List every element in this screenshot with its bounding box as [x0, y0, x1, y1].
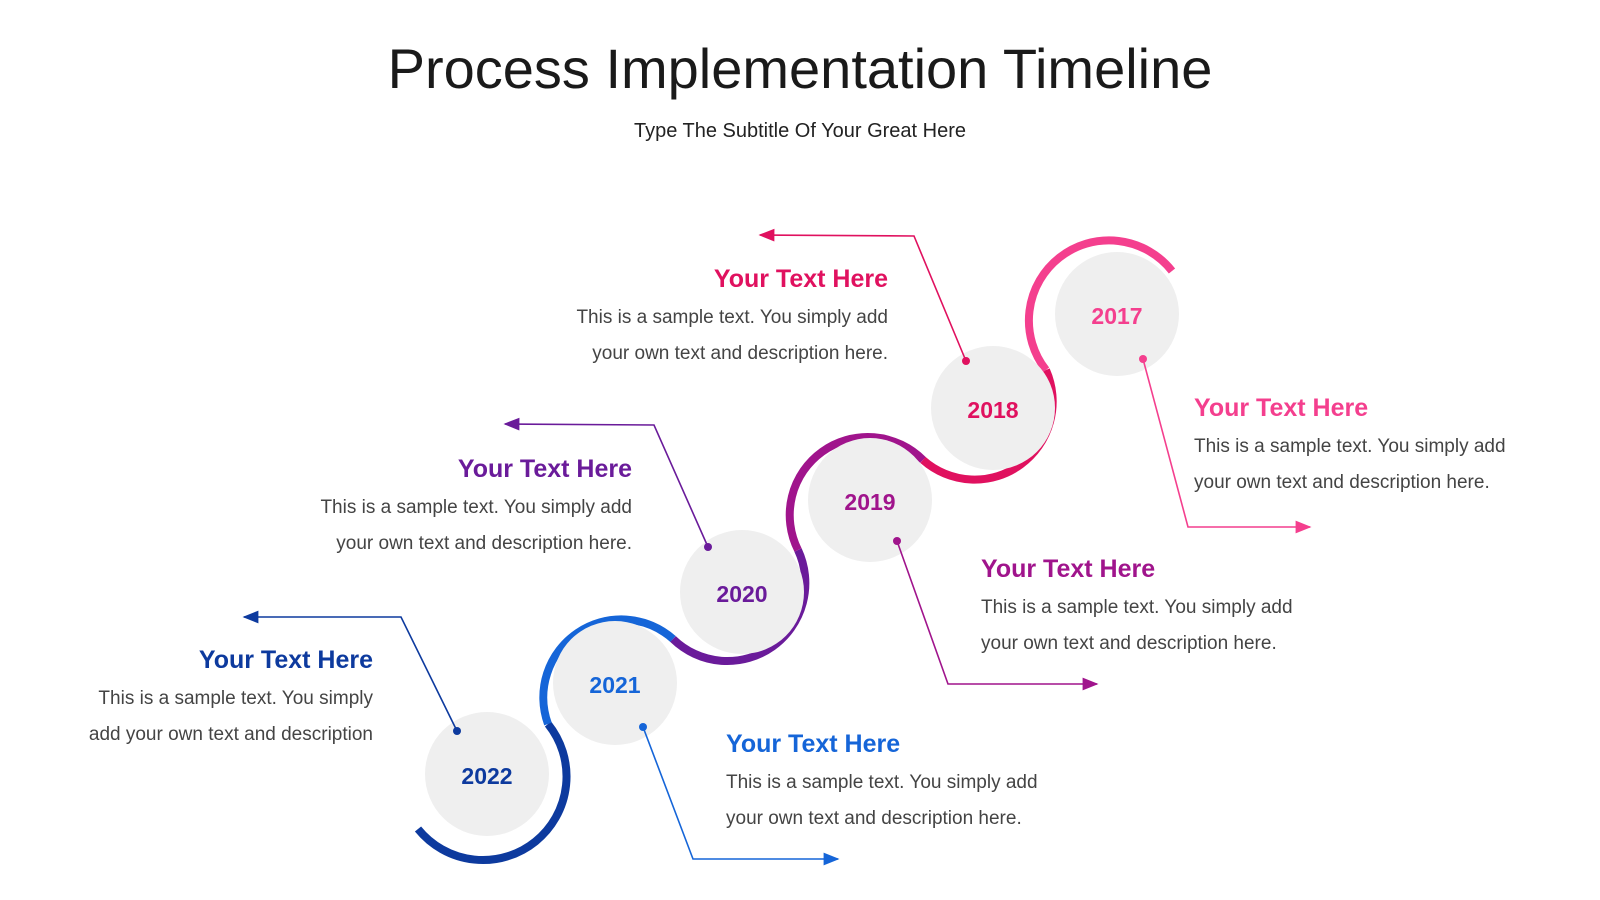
track-segment-2020 [670, 548, 810, 666]
year-label-2019: 2019 [844, 489, 895, 515]
year-label-2017: 2017 [1091, 303, 1142, 329]
connector-2019 [893, 537, 1099, 691]
step-2022-description-line1: This is a sample text. You simply [98, 688, 373, 709]
track-segment-2022 [414, 721, 571, 865]
step-2021-block: Your Text Here This is a sample text. Yo… [726, 729, 1056, 837]
step-2022-heading: Your Text Here [198, 646, 373, 674]
year-circle-2022 [425, 712, 549, 836]
connector-2021 [639, 723, 840, 866]
step-2020-description-line1: This is a sample text. You simply add [320, 497, 632, 518]
year-label-2018: 2018 [967, 397, 1018, 423]
step-2022-description-line2: add your own text and description [88, 724, 373, 745]
year-circle-2020 [680, 530, 804, 654]
step-2018-heading: Your Text Here [713, 265, 888, 293]
step-2021-heading: Your Text Here [726, 730, 901, 758]
connector-2017 [1139, 355, 1312, 534]
step-2021-description-line1: This is a sample text. You simply add [726, 772, 1038, 793]
step-2019-description-line2: your own text and description here. [981, 633, 1277, 654]
step-2017-block: Your Text Here This is a sample text. Yo… [1194, 393, 1524, 501]
year-label-2021: 2021 [589, 672, 640, 698]
track-segment-2019 [785, 433, 926, 552]
step-2018-description-line2: your own text and description here. [592, 343, 888, 364]
track-segment-2017 [1024, 236, 1176, 373]
step-2020-description-line2: your own text and description here. [336, 533, 632, 554]
connector-2022 [242, 610, 461, 735]
year-label-2022: 2022 [461, 763, 512, 789]
step-2019-heading: Your Text Here [981, 555, 1156, 583]
step-2018-description-line1: This is a sample text. You simply add [576, 307, 888, 328]
year-circle-2018 [931, 346, 1055, 470]
year-circle-2017 [1055, 252, 1179, 376]
year-circle-2021 [553, 621, 677, 745]
step-2017-heading: Your Text Here [1194, 394, 1369, 422]
page-subtitle: Type The Subtitle Of Your Great Here [633, 120, 967, 142]
step-2017-description-line1: This is a sample text. You simply add [1194, 436, 1506, 457]
track-segment-2021 [539, 615, 676, 726]
step-2017-description-line2: your own text and description here. [1194, 472, 1490, 493]
step-2019-block: Your Text Here This is a sample text. Yo… [981, 554, 1311, 662]
connector-2018 [758, 228, 970, 365]
year-circle-2019 [808, 438, 932, 562]
step-2022-block: Your Text Here This is a sample text. Yo… [43, 645, 373, 753]
connector-2020 [503, 417, 712, 551]
page-title: Process Implementation Timeline [387, 37, 1213, 100]
step-2019-description-line1: This is a sample text. You simply add [981, 597, 1293, 618]
year-label-2020: 2020 [716, 581, 767, 607]
step-2020-block: Your Text Here This is a sample text. Yo… [302, 454, 632, 562]
step-2018-block: Your Text Here This is a sample text. Yo… [558, 264, 888, 372]
step-2021-description-line2: your own text and description here. [726, 808, 1022, 829]
step-2020-heading: Your Text Here [457, 455, 632, 483]
